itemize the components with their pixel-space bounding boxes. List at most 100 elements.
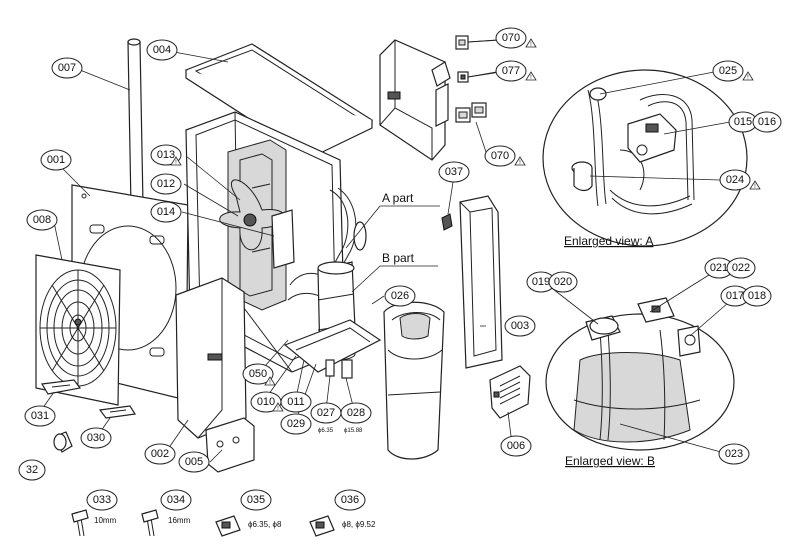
svg-text:!: ! bbox=[175, 160, 177, 166]
part-077-module bbox=[457, 71, 501, 83]
svg-text:005: 005 bbox=[185, 456, 203, 468]
svg-text:007: 007 bbox=[58, 62, 76, 74]
callout-029: 029 bbox=[280, 413, 312, 435]
svg-text:025: 025 bbox=[719, 65, 737, 77]
part-034-band bbox=[141, 509, 159, 537]
svg-text:002: 002 bbox=[151, 448, 169, 460]
svg-text:!: ! bbox=[530, 42, 532, 48]
b-part-label: B part bbox=[382, 251, 415, 265]
svg-text:037: 037 bbox=[445, 166, 463, 178]
callout-026: 026 bbox=[384, 285, 416, 307]
callout-011: 011 bbox=[280, 391, 312, 413]
part-026-compressor-jacket bbox=[383, 301, 445, 460]
callout-031: 031 bbox=[24, 405, 56, 427]
callout-005: 005 bbox=[178, 451, 210, 473]
callout-035: 035 bbox=[240, 489, 272, 511]
warning-icon: ! bbox=[525, 38, 537, 48]
svg-text:030: 030 bbox=[87, 432, 105, 444]
svg-text:011: 011 bbox=[287, 396, 305, 408]
callout-028: 028 bbox=[340, 402, 372, 424]
callout-003: 003 bbox=[504, 315, 536, 337]
svg-text:027: 027 bbox=[317, 407, 335, 419]
svg-text:029: 029 bbox=[287, 418, 305, 430]
callout-027: 027 bbox=[310, 402, 342, 424]
svg-text:031: 031 bbox=[31, 410, 49, 422]
callout-032: 32 bbox=[18, 459, 46, 481]
part-service-valves bbox=[325, 359, 353, 379]
callout-017: 017 bbox=[720, 285, 750, 307]
band-033-size: 10mm bbox=[94, 516, 117, 525]
callout-006: 006 bbox=[500, 435, 532, 457]
callout-025: 025 bbox=[712, 60, 744, 82]
part-070-relay-top bbox=[455, 35, 501, 50]
svg-text:016: 016 bbox=[758, 116, 776, 128]
part-003-side-panel bbox=[459, 195, 503, 369]
callout-015: 015 bbox=[728, 111, 758, 133]
svg-text:024: 024 bbox=[726, 174, 744, 186]
callout-077: 077 bbox=[495, 60, 527, 82]
callout-010: 010 bbox=[250, 391, 282, 413]
callout-001: 001 bbox=[40, 149, 72, 171]
part-base-pan bbox=[283, 319, 382, 373]
svg-text:015: 015 bbox=[734, 116, 752, 128]
svg-text:033: 033 bbox=[93, 494, 111, 506]
svg-text:003: 003 bbox=[511, 320, 529, 332]
svg-text:!: ! bbox=[269, 380, 271, 386]
callout-021: 021 bbox=[704, 257, 734, 279]
svg-text:!: ! bbox=[754, 184, 756, 190]
enlarged-view-a-title: Enlarged view: A bbox=[564, 234, 653, 248]
svg-text:036: 036 bbox=[341, 494, 359, 506]
svg-text:012: 012 bbox=[157, 178, 175, 190]
callout-070-top: 070 bbox=[495, 27, 527, 49]
part-002-front-panel bbox=[175, 277, 247, 439]
callout-022: 022 bbox=[726, 257, 756, 279]
callout-019: 019 bbox=[526, 271, 556, 293]
svg-text:028: 028 bbox=[347, 407, 365, 419]
callout-014: 014 bbox=[150, 201, 182, 223]
clamp-036-size: ϕ8, ϕ9.52 bbox=[342, 520, 376, 529]
svg-text:022: 022 bbox=[732, 262, 750, 274]
callout-024: 024 bbox=[719, 169, 751, 191]
warning-icon: ! bbox=[525, 71, 537, 81]
part-007-pipe-cover bbox=[127, 38, 144, 208]
callout-037: 037 bbox=[438, 161, 470, 183]
enlarged-view-b bbox=[545, 297, 735, 451]
callout-033: 033 bbox=[86, 489, 118, 511]
clamp-035-size: ϕ6.35, ϕ8 bbox=[248, 520, 282, 529]
callout-050: 050 bbox=[242, 363, 274, 385]
svg-text:050: 050 bbox=[249, 368, 267, 380]
part-014-motor-bracket bbox=[271, 209, 295, 269]
enlarged-view-a bbox=[542, 69, 748, 247]
valve-027-diameter: ϕ6.35 bbox=[318, 428, 334, 434]
svg-text:013: 013 bbox=[157, 149, 175, 161]
callout-004: 004 bbox=[146, 39, 178, 61]
part-033-band bbox=[71, 509, 89, 537]
svg-text:020: 020 bbox=[554, 276, 572, 288]
valve-028-diameter: ϕ15.88 bbox=[344, 428, 363, 434]
warning-icon: ! bbox=[264, 376, 276, 386]
svg-text:077: 077 bbox=[502, 65, 520, 77]
callout-013: 013 bbox=[150, 144, 182, 166]
part-031-foot bbox=[41, 379, 82, 395]
svg-text:!: ! bbox=[277, 406, 279, 412]
enlarged-view-b-title: Enlarged view: B bbox=[565, 454, 655, 468]
part-032-drain-elbow bbox=[53, 431, 73, 453]
callout-034: 034 bbox=[160, 489, 192, 511]
callout-023: 023 bbox=[718, 443, 750, 465]
svg-text:035: 035 bbox=[247, 494, 265, 506]
callout-020: 020 bbox=[548, 271, 578, 293]
svg-text:001: 001 bbox=[47, 154, 65, 166]
svg-text:014: 014 bbox=[157, 206, 175, 218]
svg-text:!: ! bbox=[519, 160, 521, 166]
callout-016: 016 bbox=[752, 111, 782, 133]
svg-text:019: 019 bbox=[532, 276, 550, 288]
svg-text:!: ! bbox=[530, 75, 532, 81]
part-006-terminal-cover bbox=[489, 365, 531, 419]
warning-icon: ! bbox=[170, 156, 182, 166]
callout-012: 012 bbox=[150, 173, 182, 195]
callout-007: 007 bbox=[51, 57, 83, 79]
warning-icon: ! bbox=[272, 402, 284, 412]
svg-text:010: 010 bbox=[257, 396, 275, 408]
